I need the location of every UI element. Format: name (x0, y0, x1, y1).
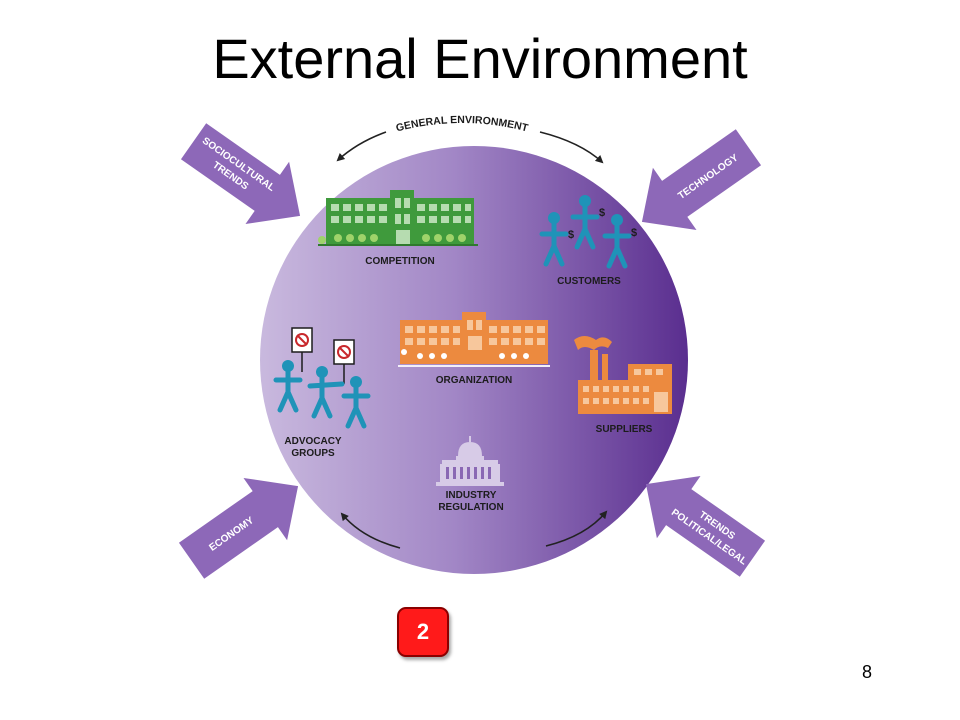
customer-dollar-symbol: $ (599, 207, 605, 219)
page-number: 8 (862, 662, 873, 682)
customer-dollar-symbol: $ (568, 229, 574, 241)
force-arrow-political-legal: POLITICAL/LEGAL TRENDS (645, 475, 766, 577)
advocacy-groups-label: GROUPS (291, 448, 335, 459)
force-arrow-sociocultural: SOCIOCULTURAL TRENDS (180, 123, 301, 225)
industry-regulation-label: REGULATION (438, 502, 503, 513)
protest-sign-icon (291, 327, 313, 353)
competition-building-icon (318, 190, 478, 246)
suppliers-label: SUPPLIERS (596, 424, 653, 435)
organization-label: ORGANIZATION (436, 375, 512, 386)
protest-sign-icon (333, 339, 355, 365)
ring-arrow-bottom-left (340, 512, 401, 549)
customers-label: CUSTOMERS (557, 276, 621, 287)
force-arrow-economy: ECONOMY (178, 477, 299, 579)
ring-arrow-top-right (539, 131, 604, 164)
competition-label: COMPETITION (365, 256, 434, 267)
capitol-building-icon (436, 436, 504, 486)
slide-badge: 2 (397, 607, 449, 657)
ring-arrow-top-left (336, 131, 387, 162)
industry-regulation-label: INDUSTRY (446, 490, 497, 501)
customer-dollar-symbol: $ (631, 227, 637, 239)
advocacy-groups-label: ADVOCACY (284, 436, 342, 447)
advocacy-groups-protesters-icon (273, 327, 371, 429)
suppliers-factory-icon (574, 336, 672, 414)
slide-title: External Environment (212, 27, 748, 90)
general-environment-label: GENERAL ENVIRONMENT (395, 114, 530, 135)
ring-arrow-bottom-right (545, 510, 608, 547)
organization-building-icon (398, 312, 550, 367)
customers-people-icon (539, 195, 632, 269)
